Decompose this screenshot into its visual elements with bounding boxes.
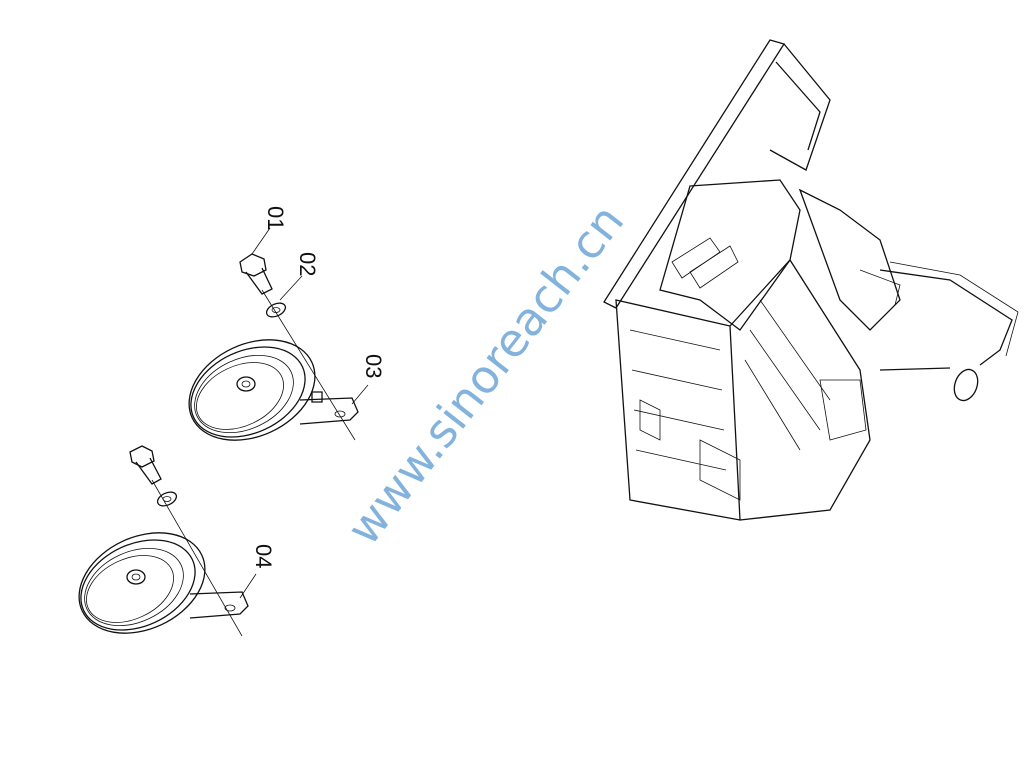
- machine-frame: [603, 39, 1019, 521]
- washer-02: [265, 302, 287, 318]
- callout-01: 01: [263, 206, 288, 230]
- horn-04: [78, 532, 249, 634]
- horn-03: [188, 339, 359, 441]
- horn-assembly-lower: [78, 445, 257, 637]
- callout-03: 03: [361, 354, 386, 378]
- horn-assembly-upper: [188, 227, 369, 441]
- callout-04: 04: [251, 544, 276, 568]
- bolt-01: [239, 253, 273, 295]
- callout-02: 02: [295, 252, 320, 276]
